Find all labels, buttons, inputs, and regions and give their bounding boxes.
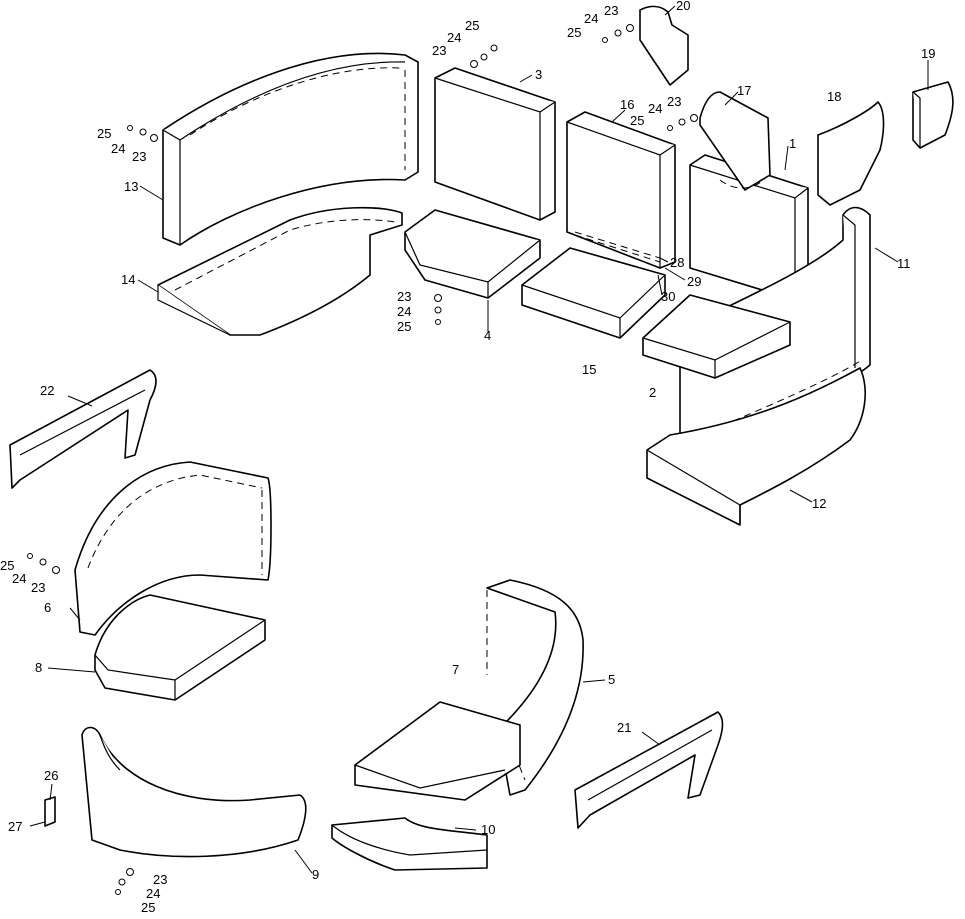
label-23-f: 23 [31,580,45,595]
part-14-curved-seat [157,206,403,336]
label-11: 11 [897,256,911,271]
part-6-curved-backrest [74,461,272,636]
part-15-seat-cushion [521,231,666,339]
part-18-backing-plate [817,101,885,206]
part-3-back-cushion [434,67,556,221]
part-9-curved-front-panel [81,726,307,858]
label-23-g: 23 [153,872,167,887]
label-24-e: 24 [648,101,662,116]
part-20-bracket-plate [639,5,689,86]
label-24-c: 24 [397,304,411,319]
part-13-curved-backrest [162,52,419,246]
hardware-group-9 [115,868,134,895]
label-25-b: 25 [465,18,479,33]
label-12: 12 [812,496,826,511]
part-21-side-frame [574,711,724,829]
part-22-side-frame [9,369,157,489]
label-26: 26 [44,768,58,783]
part-12-corner-base [646,367,866,526]
label-24-b: 24 [447,30,461,45]
label-27: 27 [8,819,22,834]
label-2: 2 [649,385,656,400]
label-10: 10 [481,822,495,837]
label-8: 8 [35,660,42,675]
label-25-d: 25 [567,25,581,40]
label-14: 14 [121,272,135,287]
hardware-group-20 [602,24,634,43]
label-30: 30 [661,289,675,304]
label-24-d: 24 [584,11,598,26]
label-24-f: 24 [12,571,26,586]
part-4-seat-cushion [404,209,541,299]
part-2-corner-seat [642,294,791,379]
label-25-f: 25 [0,558,14,573]
label-13: 13 [124,179,138,194]
label-5: 5 [608,672,615,687]
label-23-b: 23 [432,43,446,58]
label-22: 22 [40,383,54,398]
label-16: 16 [620,97,634,112]
label-24-g: 24 [146,886,160,901]
label-25-e: 25 [630,113,644,128]
label-25-a: 25 [97,126,111,141]
label-25-c: 25 [397,319,411,334]
hardware-group-3 [470,44,498,68]
hardware-group-13 [127,125,158,142]
part-17-backing-plate [699,91,771,191]
label-23-a: 23 [132,149,146,164]
label-9: 9 [312,867,319,882]
label-21: 21 [617,720,631,735]
label-18: 18 [827,89,841,104]
label-17: 17 [737,83,751,98]
label-7: 7 [452,662,459,677]
part-8-seat-cushion [94,594,266,701]
part-labels: 13 14 3 16 17 18 19 20 1 11 4 15 2 12 22… [0,0,935,915]
label-19: 19 [921,46,935,61]
leader-lines [29,5,929,874]
label-4: 4 [484,328,491,343]
label-15: 15 [582,362,596,377]
hardware-group-16 [667,114,698,131]
label-23-c: 23 [397,289,411,304]
part-16-back-cushion [566,111,676,269]
label-24-a: 24 [111,141,125,156]
label-3: 3 [535,67,542,82]
label-23-d: 23 [604,3,618,18]
hardware-group-4 [434,294,442,325]
hardware-group-6 [27,553,60,574]
label-20: 20 [676,0,690,13]
label-25-g: 25 [141,900,155,914]
part-10-quarter-cushion [331,817,488,871]
part-7-seat-cushion [354,701,521,801]
label-28: 28 [670,255,684,270]
part-19-bracket [912,81,954,149]
label-6: 6 [44,600,51,615]
part-26-clip [44,796,56,827]
label-29: 29 [687,274,701,289]
label-23-e: 23 [667,94,681,109]
label-1: 1 [789,136,796,151]
